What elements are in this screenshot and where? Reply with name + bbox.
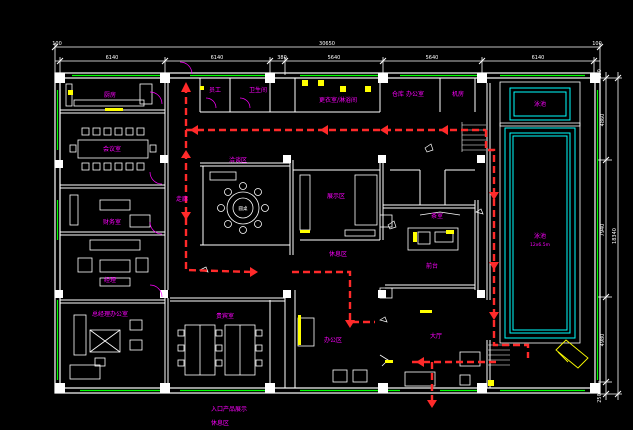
reception-desk [379, 211, 461, 299]
office-desks [177, 324, 263, 376]
room-label-open-office: 办公区 [324, 336, 342, 344]
dim-right-seg-3: 4980 [600, 334, 606, 347]
big-pool [504, 127, 576, 339]
dim-top-seg-6: 6140 [532, 55, 545, 61]
caption-entrance: 入口产品展示 [211, 405, 247, 413]
right-dimension-ticks [602, 74, 622, 398]
room-label-aisle: 走廊 [176, 195, 188, 203]
dim-top-seg-0: 100 [52, 41, 62, 47]
top-dimension-chain [54, 43, 601, 75]
exhibit-fixtures [299, 174, 378, 237]
room-label-corridor-top: 更衣室/淋浴间 [319, 96, 357, 104]
room-label-big-pool: 泳池 [534, 232, 546, 240]
room-label-gm: 总经理办公室 [92, 310, 128, 318]
room-label-lobby: 大厅 [430, 332, 442, 340]
dim-right-seg-4: 250 [597, 393, 603, 403]
dim-top-seg-4: 5640 [328, 55, 341, 61]
room-label-storage: 仓库 办公室 [392, 90, 424, 98]
route-arrowheads [181, 82, 499, 408]
interior-walls [60, 78, 491, 388]
room-label-kitchen: 厨房 [104, 91, 116, 99]
dim-top-seg-2: 6140 [211, 55, 224, 61]
pool-frame [499, 81, 581, 344]
finance-desks [69, 194, 151, 228]
dim-right-seg-1: 4860 [600, 114, 606, 127]
room-label-meeting: 会议室 [103, 145, 121, 153]
dim-top-total: 30650 [319, 41, 335, 47]
circulation-route [184, 86, 530, 404]
kitchen-counter [65, 83, 153, 107]
pool-stairs [461, 122, 510, 366]
door-swings [149, 61, 251, 298]
lounge-chair [555, 339, 589, 369]
window-strips [56, 74, 599, 392]
room-label-utility: 机房 [452, 90, 464, 98]
room-label-round-table: 圆桌 [239, 205, 248, 212]
top-dimension-ticks [51, 43, 604, 65]
manager-furniture [77, 239, 149, 287]
room-label-big-pool-sub: 12x6.5m [530, 242, 550, 248]
room-label-reception: 前台 [426, 262, 438, 270]
yellow-annotations [68, 80, 494, 386]
dim-top-seg-5: 5640 [426, 55, 439, 61]
gm-furniture [69, 314, 143, 380]
room-label-hall: 展示区 [327, 193, 345, 200]
dim-right-total: 18340 [612, 228, 618, 244]
dim-top-seg-7: 100 [592, 41, 602, 47]
meeting-table [69, 127, 157, 171]
caption-rest: 休息区 [211, 419, 229, 427]
room-label-manager: 经理 [104, 276, 116, 284]
room-label-toilet-1: 员工 [209, 87, 221, 94]
room-label-lounge: 洽谈区 [229, 156, 247, 164]
plant-icons [198, 143, 484, 323]
room-label-finance: 财务室 [103, 218, 121, 226]
room-label-small-pool: 泳池 [534, 100, 546, 108]
dim-top-seg-1: 6140 [106, 55, 119, 61]
dim-top-seg-3: 380 [277, 55, 287, 61]
small-pool [509, 87, 571, 121]
outer-walls [54, 72, 601, 394]
dim-right-seg-2: 7940 [600, 224, 606, 237]
lobby-seating [297, 317, 481, 387]
room-label-toilet-2: 卫生间 [249, 86, 267, 94]
room-label-boardroom: 贵宾室 [216, 312, 234, 320]
room-label-tea: 茶室 [431, 212, 443, 220]
room-label-waiting: 休息区 [329, 250, 347, 258]
round-table [209, 171, 269, 234]
